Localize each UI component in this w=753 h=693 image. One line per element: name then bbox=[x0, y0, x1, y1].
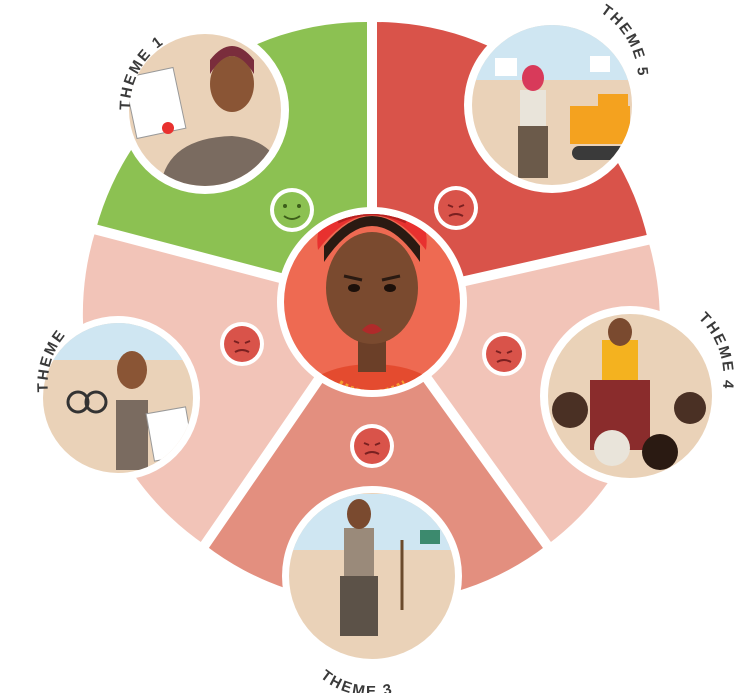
center-portrait bbox=[277, 207, 467, 397]
theme-3-label: THEME 3 bbox=[317, 667, 395, 693]
certificate-woman-icon bbox=[129, 46, 281, 186]
theme-2-status-face bbox=[220, 322, 264, 366]
theme-3-status-face bbox=[350, 424, 394, 468]
theme-3-label-text: THEME 3 bbox=[317, 667, 393, 693]
theme-5-group[interactable]: THEME 5 bbox=[434, 1, 651, 230]
theme-5-status-face bbox=[434, 186, 478, 230]
theme-2-label-text: THEME 2 bbox=[0, 0, 72, 392]
woman-speaker-podium-icon bbox=[552, 318, 706, 470]
theme-2-label: THEME 2 bbox=[0, 0, 74, 392]
theme-4-group[interactable]: THEME 4 bbox=[482, 306, 737, 486]
theme-4-status-face bbox=[482, 332, 526, 376]
theme-1-group[interactable]: THEME 1 bbox=[117, 26, 314, 232]
theme-1-status-face bbox=[270, 188, 314, 232]
sad-woman-portrait-icon bbox=[300, 214, 444, 390]
